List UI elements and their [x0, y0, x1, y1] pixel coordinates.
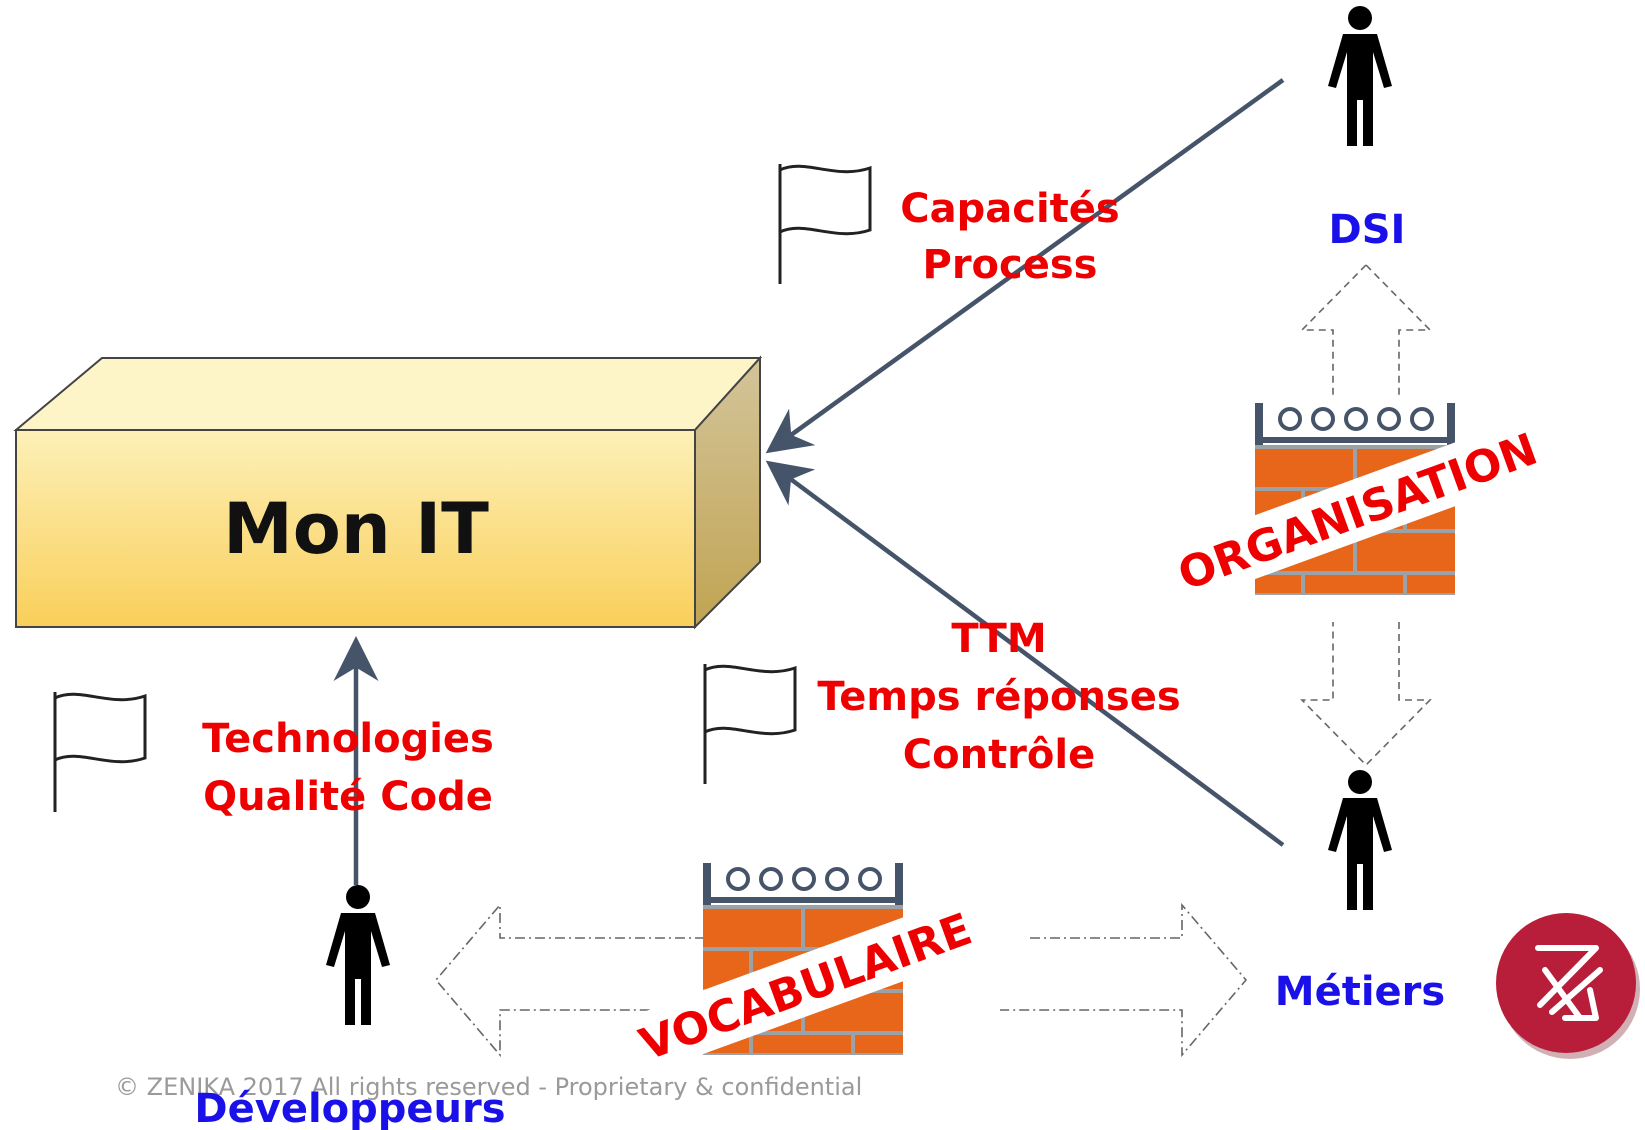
mon-it-label: Mon IT: [223, 488, 489, 570]
dsi-flag-line2: Process: [923, 242, 1098, 288]
flag-icon: [53, 690, 147, 814]
dsi-label: DSI: [1329, 207, 1406, 253]
zenika-logo-icon: [1496, 913, 1640, 1059]
dsi-metiers-double-arrow: [1300, 264, 1432, 767]
arrow-metiers-to-it: [765, 460, 1285, 847]
developpeurs-metiers-double-arrow: [434, 902, 1248, 1058]
developpeurs-person-icon: [326, 885, 390, 1025]
mon-it-box: Mon IT: [13, 355, 763, 630]
flag-icon: [778, 162, 872, 286]
developpeurs-flag-line1: Technologies: [202, 716, 494, 762]
metiers-flag-line3: Contrôle: [903, 732, 1095, 778]
developpeurs-flag-line2: Qualité Code: [203, 774, 493, 820]
metiers-label: Métiers: [1275, 969, 1445, 1015]
dsi-flag-line1: Capacités: [900, 186, 1119, 232]
arrow-dsi-to-it: [765, 78, 1285, 454]
metiers-flag-line2: Temps réponses: [817, 674, 1180, 720]
flag-icon: [703, 662, 797, 786]
dsi-person-icon: [1328, 6, 1392, 146]
metiers-person-icon: [1328, 770, 1392, 910]
metiers-flag-line1: TTM: [951, 616, 1046, 662]
developpeurs-label: Développeurs: [194, 1086, 505, 1130]
copyright-footer: © ZENIKA 2017 All rights reserved - Prop…: [115, 1073, 862, 1101]
